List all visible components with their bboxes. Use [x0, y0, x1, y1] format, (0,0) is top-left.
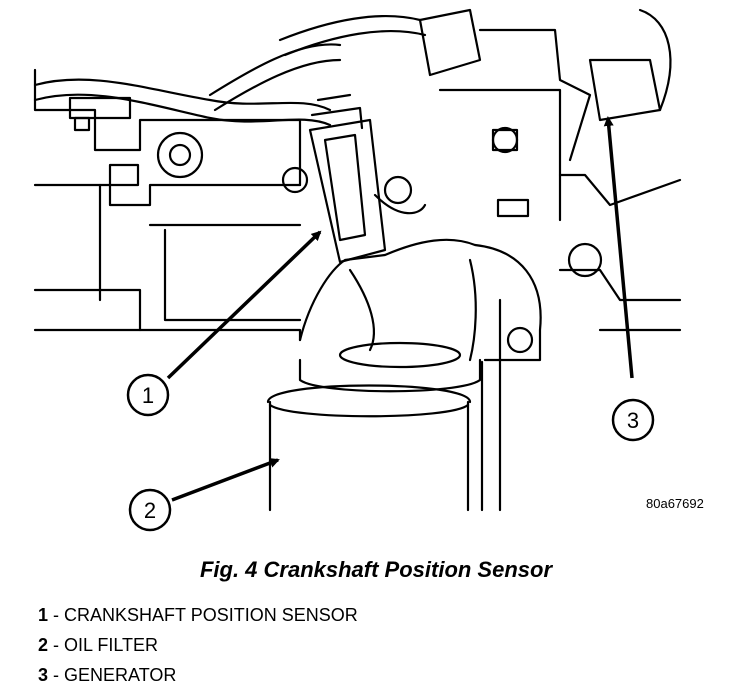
legend-list: 1 - CRANKSHAFT POSITION SENSOR 2 - OIL F…	[38, 604, 358, 694]
legend-item-label: CRANKSHAFT POSITION SENSOR	[64, 605, 358, 625]
figure-caption: Fig. 4 Crankshaft Position Sensor	[199, 557, 553, 582]
engine-block	[33, 68, 682, 342]
crankshaft-position-sensor	[308, 93, 427, 264]
legend-item: 2 - OIL FILTER	[38, 634, 358, 664]
legend-item-number: 2	[38, 635, 49, 655]
oil-filter-adapter	[298, 238, 603, 362]
legend-item-separator: -	[48, 635, 65, 655]
callout-3-label: 3	[627, 408, 639, 433]
figure-reference-code: 80a67692	[646, 496, 704, 511]
legend-item-number: 1	[38, 605, 49, 625]
callout-1: 1	[126, 373, 170, 417]
oil-filter	[266, 298, 502, 512]
arrow-2	[171, 458, 280, 502]
wiring-harness	[33, 15, 427, 132]
legend-item-number: 3	[38, 665, 49, 685]
legend-item-label: GENERATOR	[64, 665, 177, 685]
arrow-1	[166, 230, 322, 380]
mounting-bracket	[418, 8, 672, 222]
callout-2-label: 2	[144, 498, 156, 523]
engine-illustration: 1 2 3	[33, 8, 682, 532]
callout-2: 2	[128, 488, 172, 532]
legend-item: 1 - CRANKSHAFT POSITION SENSOR	[38, 604, 358, 634]
legend-item: 3 - GENERATOR	[38, 664, 358, 694]
callout-1-label: 1	[142, 383, 154, 408]
callout-3: 3	[611, 398, 655, 442]
legend-item-label: OIL FILTER	[64, 635, 159, 655]
legend-item-separator: -	[48, 605, 65, 625]
arrow-3	[603, 116, 634, 379]
legend-item-separator: -	[48, 665, 65, 685]
